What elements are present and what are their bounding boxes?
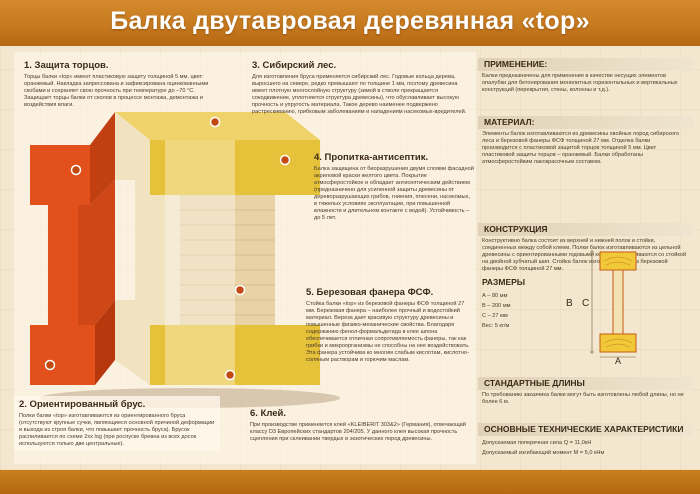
specs-header: ОСНОВНЫЕ ТЕХНИЧЕСКИЕ ХАРАКТЕРИСТИКИ [478, 423, 693, 436]
section-birch-plywood: 5. Березовая фанера ФСФ. Стойка балки «t… [306, 287, 474, 364]
beam-illustration [30, 112, 340, 408]
section-1-text: Торцы балки «top» имеют пластиковую защи… [24, 74, 209, 108]
lengths-text: По требованию заказчика балки могут быть… [482, 392, 684, 405]
spec-q: Допускаемая поперечная сила Q = 11,0кН [482, 440, 592, 446]
bullet-2 [44, 359, 56, 371]
construction-text: Конструктивно балка состоит из верхней и… [482, 238, 687, 272]
dim-c: С – 27 мм [482, 313, 508, 319]
section-1-title: 1. Защита торцов. [24, 60, 109, 71]
cross-section-diagram: B C A [566, 250, 637, 364]
section-end-protection: 1. Защита торцов. Торцы балки «top» имею… [24, 60, 220, 109]
label-a: A [615, 356, 621, 364]
top-flange-front [150, 140, 320, 195]
lengths-header: СТАНДАРТНЫЕ ДЛИНЫ [478, 377, 693, 390]
label-c: C [582, 298, 589, 309]
specs-title: ОСНОВНЫЕ ТЕХНИЧЕСКИЕ ХАРАКТЕРИСТИКИ [484, 424, 684, 434]
section-3-text: Для изготовления бруса применяется сибир… [252, 74, 467, 115]
dim-weight: Вес: 5 кг/м [482, 323, 510, 329]
label-b: B [566, 298, 573, 309]
section-glue: 6. Клей. При производстве применяется кл… [250, 408, 474, 443]
plywood-web [180, 195, 275, 325]
section-3-title: 3. Сибирский лес. [252, 60, 337, 71]
material-header: МАТЕРИАЛ: [478, 116, 693, 129]
section-siberian-wood: 3. Сибирский лес. Для изготовления бруса… [252, 60, 474, 116]
dimensions-block: РАЗМЕРЫ А – 80 мм В – 200 мм С – 27 мм В… [482, 277, 562, 330]
section-6-text: При производстве применяется клей «KLEIB… [250, 422, 466, 442]
section-2-text: Полки балки «top» изготавливаются из ори… [19, 413, 215, 447]
bullet-4 [279, 154, 291, 166]
application-header: ПРИМЕНЕНИЕ: [478, 58, 693, 71]
header-bar: Балка двутавровая деревянная «top» [0, 0, 700, 46]
section-antiseptic: 4. Пропитка-антисептик. Балка защищена о… [314, 152, 474, 222]
page-title: Балка двутавровая деревянная «top» [110, 7, 590, 35]
material-text: Элементы балок изготавливаются из древес… [482, 131, 680, 165]
section-2-title: 2. Ориентированный брус. [19, 399, 146, 410]
dim-a: А – 80 мм [482, 293, 508, 299]
section-oriented-timber: 2. Ориентированный брус. Полки балки «to… [14, 396, 220, 451]
footer-bar [0, 470, 700, 494]
dim-b: В – 200 мм [482, 303, 511, 309]
bullet-6 [224, 369, 236, 381]
construction-title: КОНСТРУКЦИЯ [484, 224, 548, 234]
lengths-title: СТАНДАРТНЫЕ ДЛИНЫ [484, 378, 585, 388]
application-title: ПРИМЕНЕНИЕ: [484, 59, 548, 69]
section-6-title: 6. Клей. [250, 408, 287, 419]
section-5-text: Стойка балки «top» из березовой фанеры Ф… [306, 301, 470, 363]
section-face [115, 112, 180, 385]
construction-header: КОНСТРУКЦИЯ [478, 223, 693, 236]
bottom-flange-front [150, 325, 320, 385]
spec-m: Допускаемый изгибающий момент М = 5,0 кН… [482, 450, 605, 456]
section-4-title: 4. Пропитка-антисептик. [314, 152, 429, 163]
bullet-5 [234, 284, 246, 296]
section-4-text: Балка защищена от биоразрушения двумя сл… [314, 166, 474, 221]
application-text: Балки предназначены для применения в кач… [482, 73, 678, 93]
bullet-1 [70, 164, 82, 176]
dimensions-title: РАЗМЕРЫ [482, 277, 526, 287]
section-5-title: 5. Березовая фанера ФСФ. [306, 287, 434, 298]
bullet-3 [209, 116, 221, 128]
material-title: МАТЕРИАЛ: [484, 117, 535, 127]
